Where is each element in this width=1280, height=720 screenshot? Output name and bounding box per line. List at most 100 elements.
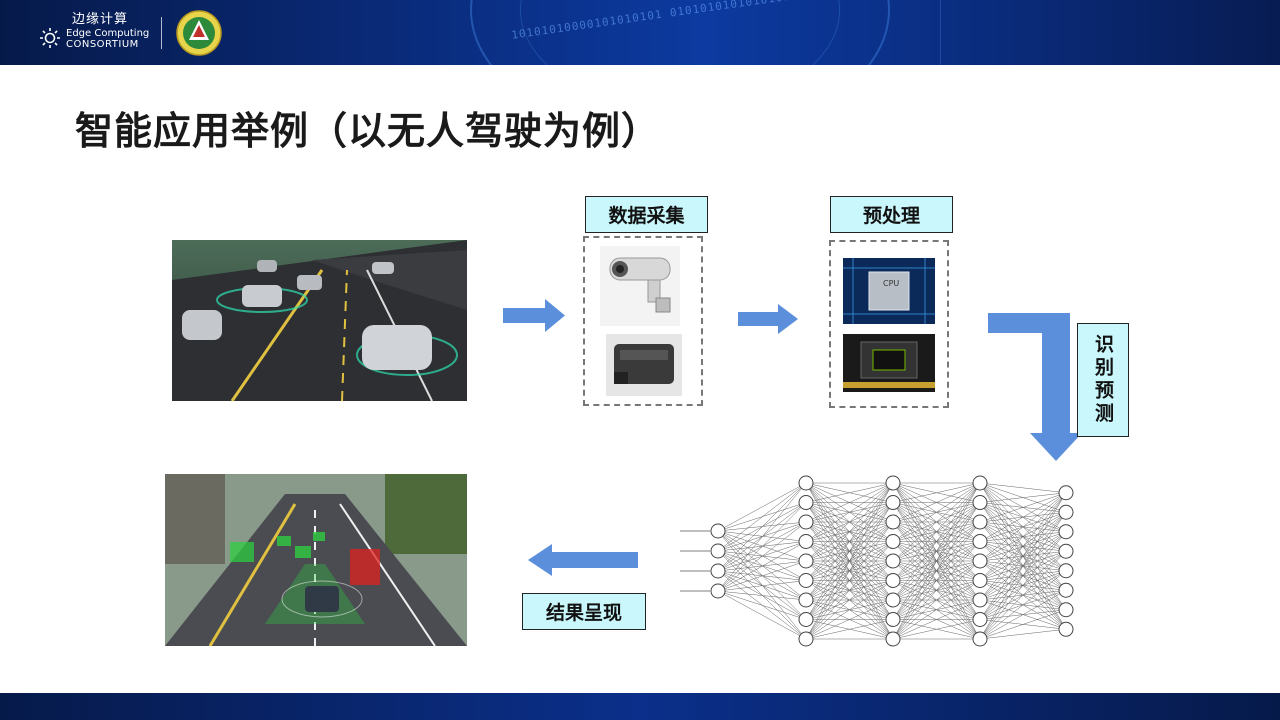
nn-node [798, 573, 814, 588]
nn-connection [717, 590, 807, 620]
nn-connection [979, 551, 1067, 640]
nn-node [1058, 602, 1074, 618]
gpu-card-icon [843, 334, 935, 392]
university-emblem-icon [176, 10, 223, 56]
nn-connection [717, 521, 807, 592]
nn-node [1058, 563, 1074, 579]
nn-node [972, 495, 988, 510]
nn-connection [979, 492, 1067, 601]
step-label-recognize-text: 识别预测 [1092, 334, 1114, 426]
nn-connection [979, 492, 1067, 620]
nn-node [1058, 543, 1074, 559]
nn-connection [805, 482, 894, 503]
nn-connection [717, 502, 807, 592]
nn-connection [979, 609, 1067, 640]
nn-node [1058, 524, 1074, 540]
nn-connection [892, 482, 981, 562]
nn-connection [805, 541, 894, 640]
nn-connection [892, 482, 981, 523]
nn-node [798, 631, 814, 647]
detection-result-image [165, 474, 467, 646]
logo-en-line1: Edge Computing [66, 28, 150, 39]
nn-connection [892, 482, 981, 640]
nn-node [972, 534, 988, 549]
nn-node [1058, 582, 1074, 598]
nn-node [972, 631, 988, 647]
nn-node [1058, 621, 1074, 637]
nn-connection [717, 482, 807, 572]
nn-connection [805, 502, 894, 640]
nn-connection [979, 590, 1067, 640]
nn-connection [892, 541, 981, 640]
right-arrow-icon [503, 299, 565, 332]
logo-en-line2: CONSORTIUM [66, 39, 139, 50]
nn-node [885, 573, 901, 588]
highway-scene-image [172, 240, 467, 401]
logo-group: 边缘计算 Edge Computing CONSORTIUM [38, 10, 223, 56]
step-label-recognize: 识别预测 [1077, 323, 1129, 437]
nn-connection [717, 541, 807, 592]
nn-node [972, 573, 988, 588]
nn-node [972, 514, 988, 530]
nn-connection [805, 482, 894, 523]
nn-node [798, 514, 814, 530]
nn-connection [717, 590, 807, 601]
nn-node [798, 592, 814, 608]
nn-connection [979, 512, 1067, 640]
nn-connection [979, 629, 1067, 640]
logo-text: 边缘计算 Edge Computing CONSORTIUM [66, 12, 150, 50]
camera-icon [600, 246, 680, 326]
right-arrow-icon [738, 304, 798, 334]
sensor-box-icon [606, 334, 682, 396]
nn-node [972, 475, 988, 491]
page-title: 智能应用举例（以无人驾驶为例） [75, 109, 661, 153]
nn-node [885, 514, 901, 530]
header-banner: 10101010000101010101 0101010101010101 边缘… [0, 0, 1280, 65]
nn-connection [892, 482, 981, 581]
nn-connection [805, 482, 894, 601]
nn-connection [717, 482, 807, 592]
nn-connection [805, 599, 894, 640]
nn-node [885, 495, 901, 510]
nn-connection [805, 580, 894, 640]
nn-connection [805, 619, 894, 640]
nn-connection [979, 492, 1067, 581]
nn-connection [892, 482, 981, 601]
down-arrow-icon [988, 313, 1082, 461]
nn-connection [805, 560, 894, 640]
logo-cn-text: 边缘计算 [72, 12, 129, 27]
nn-connection [892, 482, 981, 503]
nn-connection [892, 619, 981, 640]
nn-connection [979, 531, 1067, 640]
nn-node [798, 475, 814, 491]
nn-node [1058, 485, 1074, 501]
step-label-collect: 数据采集 [585, 196, 708, 233]
nn-connection [717, 560, 807, 592]
nn-connection [892, 482, 981, 620]
nn-node [885, 631, 901, 647]
nn-connection [979, 492, 1067, 503]
preprocess-hardware-box [829, 240, 949, 408]
nn-node [798, 534, 814, 549]
nn-node [710, 583, 726, 599]
nn-connection [979, 492, 1067, 562]
left-arrow-icon [528, 544, 638, 576]
nn-connection [979, 492, 1067, 523]
nn-node [798, 495, 814, 510]
nn-node [1058, 504, 1074, 520]
nn-node [972, 553, 988, 569]
nn-node [885, 612, 901, 627]
nn-connection [892, 482, 981, 542]
nn-connection [892, 521, 981, 640]
footer-banner [0, 693, 1280, 720]
nn-connection [717, 580, 807, 592]
step-label-present: 结果呈现 [522, 593, 646, 630]
nn-connection [805, 482, 894, 581]
nn-connection [717, 482, 807, 552]
cpu-chip-icon: CPU [843, 258, 935, 324]
nn-node [710, 523, 726, 539]
nn-connection [892, 599, 981, 640]
neural-network-diagram [680, 475, 1074, 647]
nn-node [798, 612, 814, 627]
collect-devices-box [583, 236, 703, 406]
